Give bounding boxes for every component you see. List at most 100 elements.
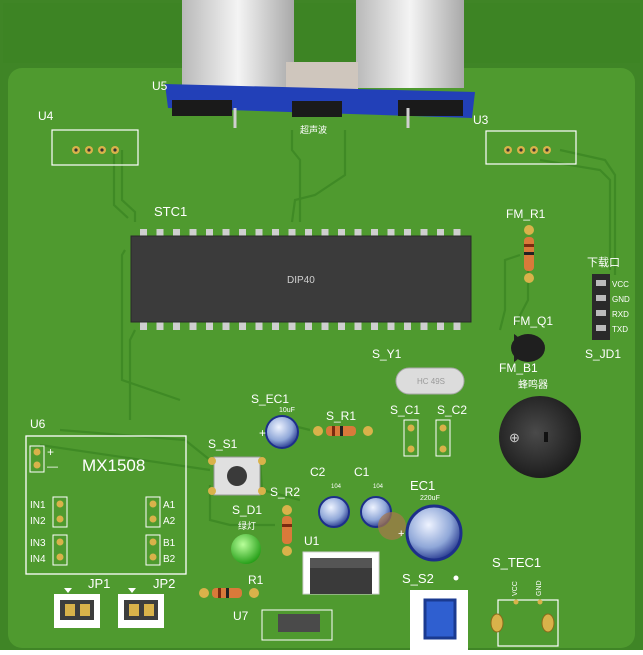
label-s-r1: S_R1 bbox=[326, 409, 356, 423]
dip-pin bbox=[453, 229, 461, 238]
dip-pin bbox=[140, 321, 147, 330]
ec1-capacitor bbox=[405, 504, 463, 562]
dip-pin bbox=[173, 229, 180, 238]
label-pin-vcc: VCC bbox=[612, 280, 629, 289]
label-plus: + bbox=[47, 445, 54, 459]
dip-pin bbox=[206, 229, 213, 238]
dip-pin bbox=[288, 321, 296, 330]
u4-pins bbox=[72, 146, 119, 154]
u3-outline bbox=[485, 130, 577, 165]
label-led: 绿灯 bbox=[238, 520, 256, 531]
label-u6: U6 bbox=[30, 417, 46, 431]
svg-text:+: + bbox=[398, 528, 404, 540]
label-in3: IN3 bbox=[30, 538, 46, 549]
label-in4: IN4 bbox=[30, 554, 46, 565]
s-c1-cap bbox=[403, 419, 419, 457]
label-s-s1: S_S1 bbox=[208, 437, 238, 451]
u7-outline bbox=[261, 609, 333, 641]
label-a2: A2 bbox=[163, 516, 176, 527]
label-s-r2: S_R2 bbox=[270, 485, 300, 499]
dip-pin bbox=[321, 229, 329, 238]
dip-pin bbox=[453, 321, 461, 330]
dip-pin bbox=[338, 321, 345, 330]
dip-pin bbox=[404, 229, 411, 238]
label-s-jd1: S_JD1 bbox=[585, 347, 621, 361]
label-minus: — bbox=[47, 461, 58, 473]
u3-pins bbox=[504, 146, 551, 154]
dip-pin bbox=[222, 229, 230, 238]
dip-pin bbox=[189, 321, 197, 330]
label-u5-bottom: 超声波 bbox=[300, 124, 327, 135]
s-s1-cap bbox=[227, 466, 247, 486]
label-s-c2: S_C2 bbox=[437, 403, 467, 417]
r1-resistor bbox=[199, 588, 259, 598]
label-crystal: HC 49S bbox=[417, 377, 445, 386]
dip-pin bbox=[206, 321, 213, 330]
label-fm-q1: FM_Q1 bbox=[513, 314, 553, 328]
u4-outline bbox=[51, 129, 139, 166]
dip-pin bbox=[255, 321, 263, 330]
label-mx1508: MX1508 bbox=[82, 456, 145, 475]
dip-pin bbox=[420, 321, 428, 330]
label-jp1: JP1 bbox=[88, 576, 110, 591]
label-c2-val: 104 bbox=[331, 484, 342, 490]
label-ec1: EC1 bbox=[410, 478, 435, 493]
label-pin-rxd: RXD bbox=[612, 310, 629, 319]
crystal-s-y1 bbox=[395, 367, 465, 395]
download-header-pins bbox=[596, 280, 606, 331]
dip-pin bbox=[305, 229, 312, 238]
dip-pin bbox=[189, 229, 197, 238]
label-tec-vcc: VCC bbox=[512, 581, 519, 596]
dip-pin bbox=[255, 229, 263, 238]
label-pin-gnd: GND bbox=[612, 295, 630, 304]
label-b1: B1 bbox=[163, 538, 176, 549]
dip-pin bbox=[156, 229, 164, 238]
dip-pin bbox=[321, 321, 329, 330]
label-ec1-val: 220uF bbox=[420, 495, 440, 502]
label-s-tec1: S_TEC1 bbox=[492, 555, 541, 570]
buzzer bbox=[499, 396, 581, 478]
dip-pin bbox=[338, 229, 345, 238]
traces bbox=[39, 130, 617, 527]
s-s2-knob bbox=[423, 598, 457, 640]
label-stc1: STC1 bbox=[154, 204, 187, 219]
dip-pin bbox=[173, 321, 180, 330]
fm-r1-resistor bbox=[524, 225, 534, 283]
label-fm-r1: FM_R1 bbox=[506, 207, 546, 221]
dip-pin bbox=[420, 229, 428, 238]
label-tec-gnd: GND bbox=[536, 580, 543, 596]
dip-pin bbox=[437, 321, 444, 330]
s-r2-resistor bbox=[282, 505, 292, 556]
dip-pin bbox=[239, 321, 246, 330]
buzzer-plus-icon: ⊕ bbox=[509, 430, 520, 445]
board bbox=[8, 68, 635, 648]
u7-chip bbox=[278, 614, 320, 632]
label-s-ec1: S_EC1 bbox=[251, 392, 289, 406]
label-c1-val: 104 bbox=[373, 484, 384, 490]
dip-pin bbox=[288, 229, 296, 238]
label-c1: C1 bbox=[354, 465, 370, 479]
label-fm-b1: FM_B1 bbox=[499, 361, 538, 375]
s-c2-cap bbox=[435, 419, 451, 457]
dip-pin bbox=[272, 229, 279, 238]
label-u4: U4 bbox=[38, 109, 54, 123]
fm-q1-body bbox=[511, 334, 545, 362]
s-d1-led bbox=[231, 534, 261, 564]
label-in1: IN1 bbox=[30, 500, 46, 511]
label-r1: R1 bbox=[248, 573, 264, 587]
dip-pin bbox=[222, 321, 230, 330]
label-u5: U5 bbox=[152, 79, 168, 93]
dip-pin bbox=[305, 321, 312, 330]
dip-pin bbox=[437, 229, 444, 238]
dip-pin bbox=[371, 229, 378, 238]
dip-pin bbox=[140, 229, 147, 238]
label-s-d1: S_D1 bbox=[232, 503, 262, 517]
svg-text:+: + bbox=[259, 426, 266, 440]
dip-pin bbox=[371, 321, 378, 330]
dip-pin bbox=[239, 229, 246, 238]
label-pin-txd: TXD bbox=[612, 325, 628, 334]
label-buzzer: 蜂鸣器 bbox=[518, 378, 548, 391]
label-jp2: JP2 bbox=[153, 576, 175, 591]
stc1-chip bbox=[130, 235, 472, 323]
